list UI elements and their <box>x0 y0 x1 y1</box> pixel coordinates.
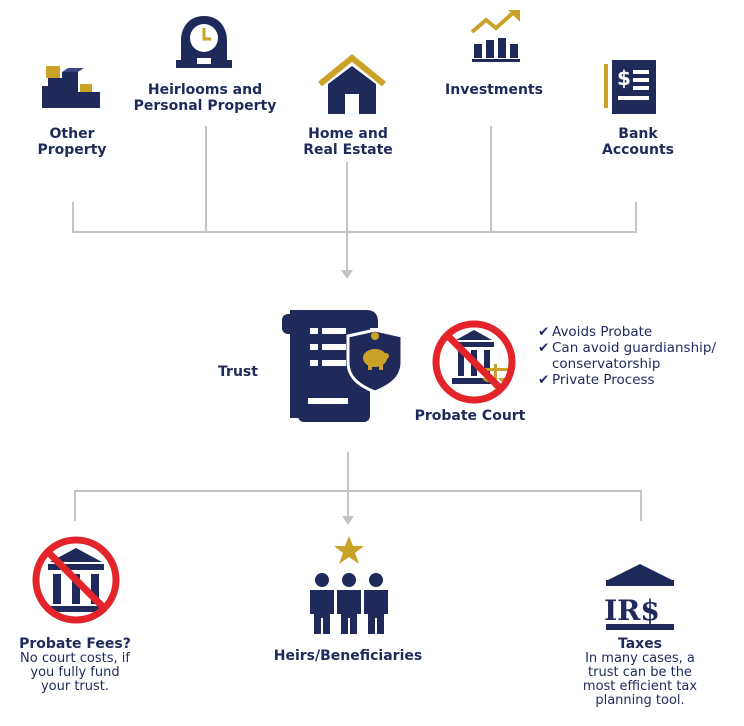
connector-from-trust <box>347 452 349 516</box>
connector-taxes <box>640 490 642 521</box>
label-heirlooms: Heirlooms and Personal Property <box>133 82 277 114</box>
connector-bank <box>635 202 637 232</box>
investments-icon <box>470 10 520 62</box>
label-home: Home and Real Estate <box>303 126 393 158</box>
arrow-down-icon <box>341 270 353 279</box>
connector-probate-fees <box>74 490 76 521</box>
probate-fees-prohibited-icon <box>32 536 120 624</box>
bank-statement-icon: $ <box>604 60 656 114</box>
label-other-property: Other Property <box>37 126 107 158</box>
connector-bottom-horizontal <box>74 490 642 492</box>
connector-top-horizontal <box>72 231 637 233</box>
svg-text:$: $ <box>617 66 631 90</box>
heirs-people-icon <box>310 536 388 634</box>
check-icon: ✔ <box>538 340 550 356</box>
arrow-down-icon <box>342 516 354 525</box>
label-investments: Investments <box>445 82 543 98</box>
label-bank-accounts: Bank Accounts <box>601 126 674 158</box>
benefit-item-continued: conservatorship <box>552 356 661 372</box>
check-icon: ✔ <box>538 372 550 388</box>
boxes-icon <box>42 66 100 108</box>
connector-heirlooms <box>205 126 207 232</box>
benefits-list: ✔Avoids Probate ✔Can avoid guardianship/… <box>538 324 744 388</box>
label-taxes-title: Taxes <box>617 636 663 652</box>
label-probate-fees-desc: No court costs, if you fully fund your t… <box>20 651 130 694</box>
irs-text: IR$ <box>604 594 660 627</box>
label-probate-fees-title: Probate Fees? <box>19 636 131 652</box>
home-icon <box>318 54 386 114</box>
label-heirs: Heirs/Beneficiaries <box>273 648 423 664</box>
label-taxes-desc: In many cases, a trust can be the most e… <box>582 651 698 708</box>
probate-court-prohibited-icon <box>432 320 516 404</box>
label-trust: Trust <box>218 364 258 380</box>
check-icon: ✔ <box>538 324 550 340</box>
clock-icon <box>176 16 232 68</box>
connector-investments <box>490 126 492 232</box>
connector-to-trust <box>346 232 348 272</box>
connector-other <box>72 202 74 232</box>
benefit-item: ✔Private Process <box>538 372 655 388</box>
trust-scroll-icon <box>282 310 404 422</box>
irs-building-icon: IR$ <box>604 564 674 630</box>
benefit-item: ✔Avoids Probate <box>538 324 653 340</box>
benefit-item: ✔Can avoid guardianship/ <box>538 340 716 356</box>
label-probate-court: Probate Court <box>414 408 526 424</box>
connector-home <box>346 162 348 232</box>
